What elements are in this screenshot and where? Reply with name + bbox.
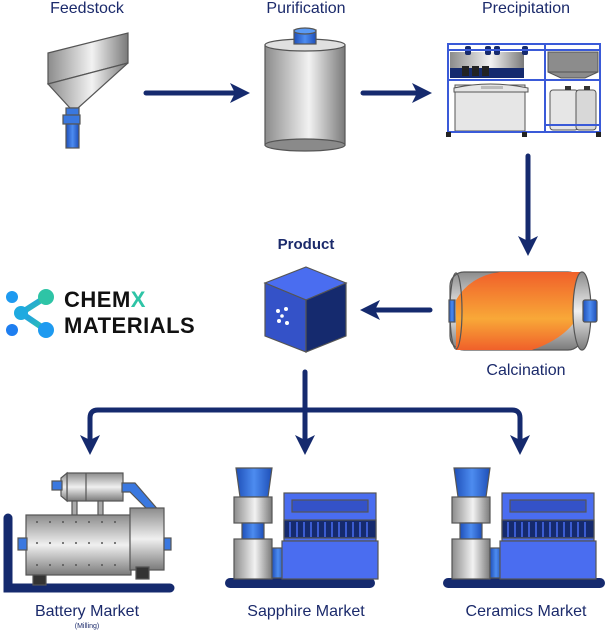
logo-wordmark-line2: MATERIALS <box>64 313 196 338</box>
logo-x-text: X <box>130 287 146 312</box>
press-machine-icon <box>443 467 605 588</box>
tank-icon <box>264 27 346 152</box>
hopper-icon <box>46 32 129 149</box>
stage-label-purification: Purification <box>266 0 346 17</box>
market-label-sapphire: Sapphire Market <box>247 603 365 620</box>
ball-mill-icon <box>3 471 175 593</box>
molecule-icon <box>6 289 54 338</box>
stage-label-feedstock: Feedstock <box>50 0 124 17</box>
market-label-battery: Battery Market <box>34 603 140 620</box>
press-machine-icon <box>225 467 379 588</box>
arrow-branch-ceramics <box>302 407 530 455</box>
stage-label-product: Product <box>277 236 335 253</box>
arrow-branch-battery <box>80 407 308 455</box>
market-sublabel-battery: (Milling) <box>74 623 100 630</box>
stage-label-precipitation: Precipitation <box>481 0 571 17</box>
logo-wordmark-line1: CHEMX <box>64 287 146 313</box>
market-label-ceramics: Ceramics Market <box>465 603 587 620</box>
logo-chem-text: CHEM <box>64 287 131 312</box>
rotary-kiln-icon <box>448 271 598 351</box>
precipitation-unit-icon <box>446 43 601 137</box>
cube-icon <box>263 266 348 353</box>
stage-label-calcination: Calcination <box>486 362 566 379</box>
